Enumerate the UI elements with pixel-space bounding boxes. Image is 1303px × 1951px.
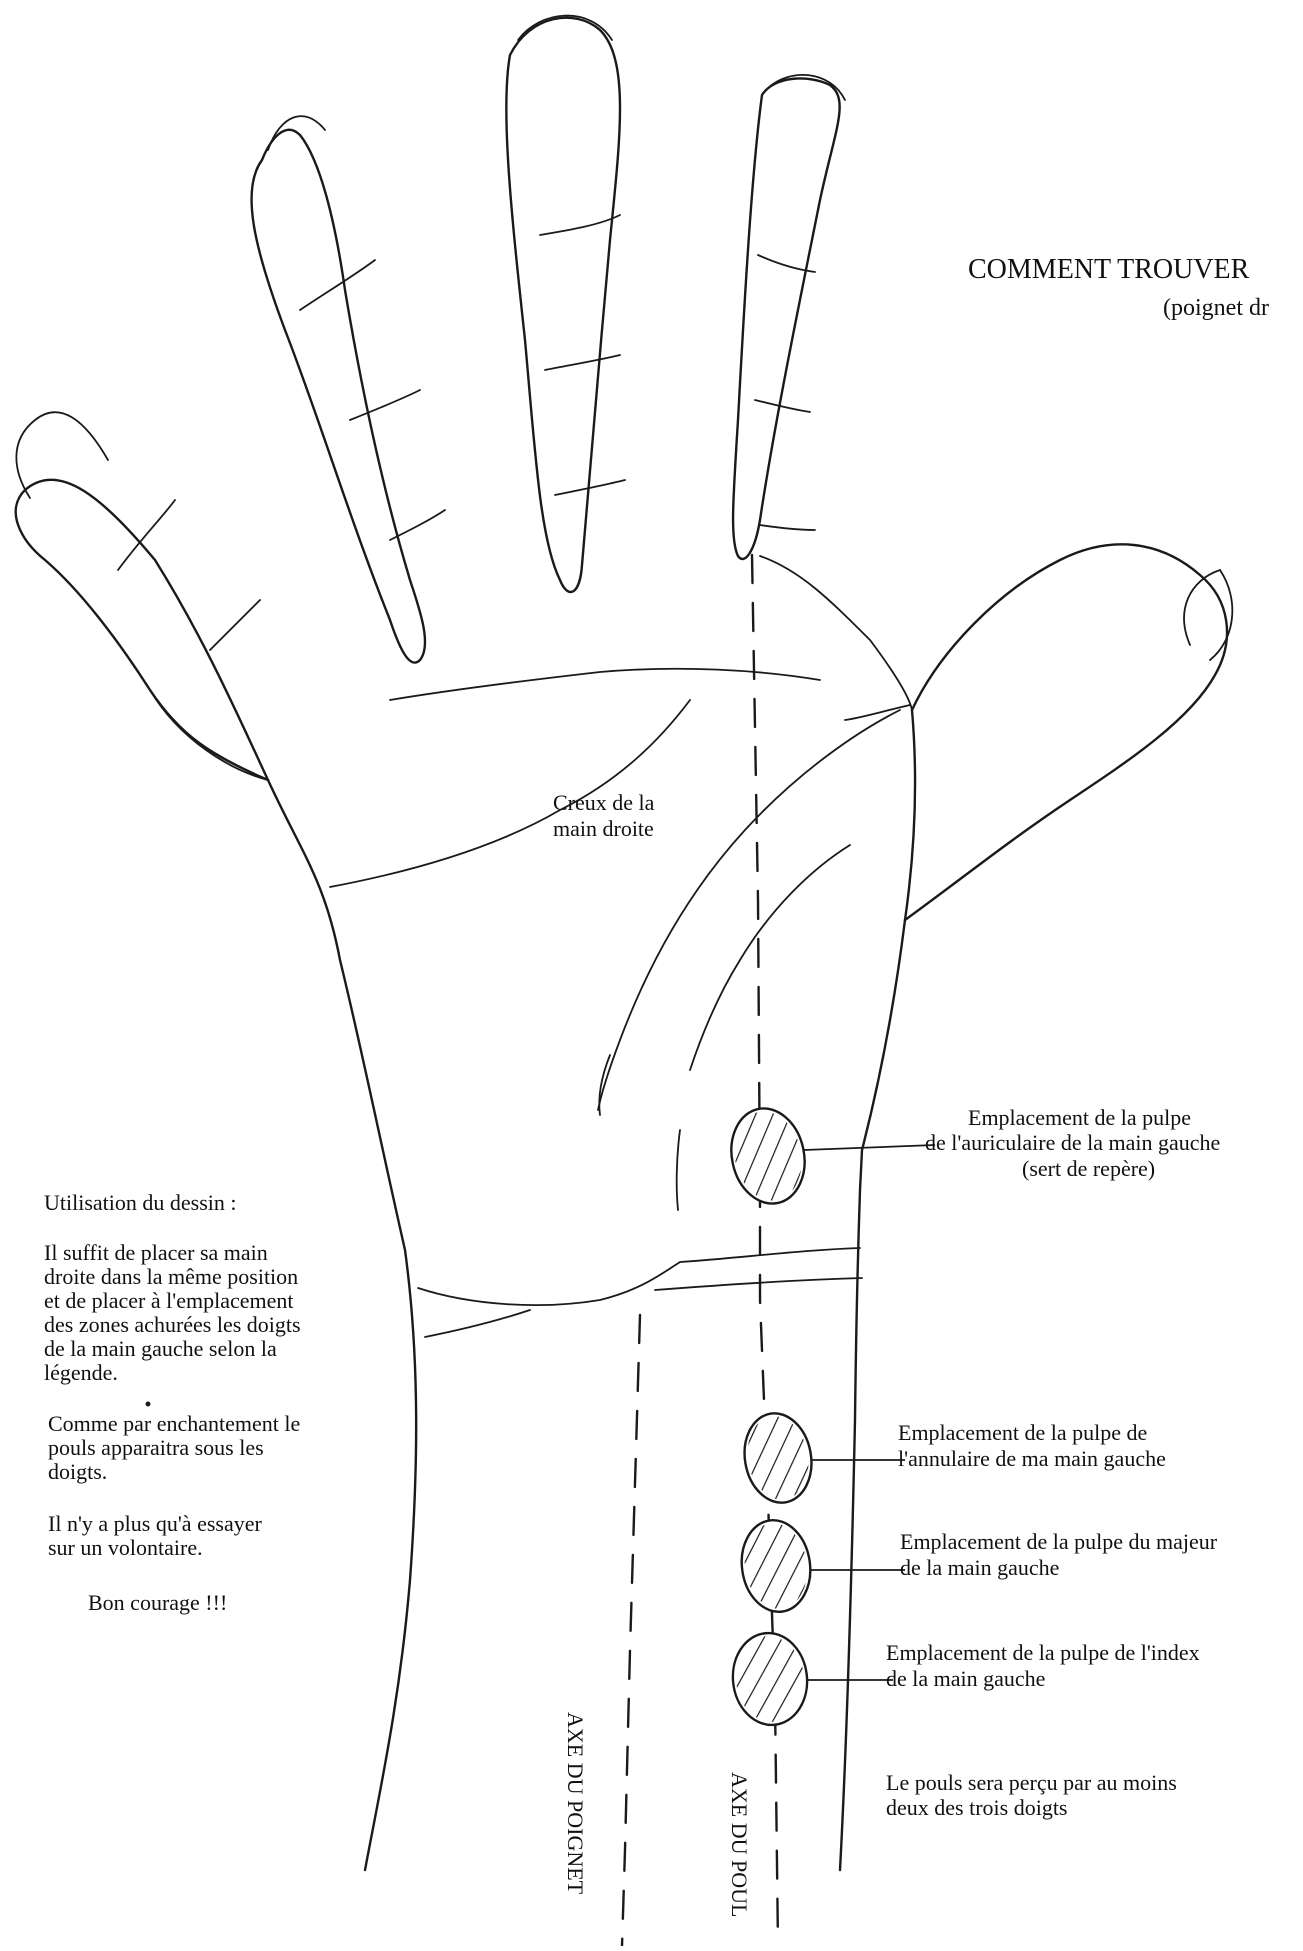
instructions-line: Comme par enchantement le bbox=[48, 1411, 300, 1436]
thenar-crease bbox=[845, 705, 910, 720]
wrist-crease-middle bbox=[655, 1278, 862, 1290]
leader-lines bbox=[804, 1145, 935, 1680]
palm-label-line-1: Creux de la bbox=[553, 790, 655, 815]
legend-block: Emplacement de la pulpe de l'auriculaire… bbox=[886, 1105, 1220, 1820]
legend-index-line: Emplacement de la pulpe de l'index bbox=[886, 1640, 1200, 1665]
leader-auriculaire bbox=[804, 1145, 935, 1150]
stray-dot bbox=[146, 1402, 151, 1407]
finger-creases bbox=[118, 215, 815, 650]
legend-auriculaire-line: de l'auriculaire de la main gauche bbox=[925, 1130, 1220, 1155]
legend-majeur-line: de la main gauche bbox=[900, 1555, 1059, 1580]
legend-annulaire-line: l'annulaire de ma main gauche bbox=[898, 1446, 1166, 1471]
crease bbox=[118, 500, 175, 570]
finger-web-index-thumb bbox=[760, 556, 912, 710]
fate-line bbox=[690, 845, 850, 1070]
legend-majeur-line: Emplacement de la pulpe du majeur bbox=[900, 1529, 1218, 1554]
legend-auriculaire-line: Emplacement de la pulpe bbox=[968, 1105, 1191, 1130]
crease bbox=[390, 510, 445, 540]
crease bbox=[540, 215, 620, 235]
wrist-crease-lower bbox=[425, 1310, 530, 1337]
thumb bbox=[905, 544, 1227, 920]
instructions-closing: Bon courage !!! bbox=[88, 1590, 227, 1615]
instructions-line: Il n'y a plus qu'à essayer bbox=[48, 1511, 262, 1536]
crease bbox=[760, 525, 815, 530]
instructions-line: des zones achurées les doigts bbox=[44, 1312, 301, 1337]
instructions-line: droite dans la même position bbox=[44, 1264, 298, 1289]
instructions-line: et de placer à l'emplacement bbox=[44, 1288, 294, 1313]
instructions-line: sur un volontaire. bbox=[48, 1535, 203, 1560]
axes bbox=[622, 555, 778, 1946]
legend-auriculaire-line: (sert de repère) bbox=[1022, 1156, 1155, 1181]
wrist-crease-upper bbox=[418, 1248, 860, 1305]
heart-line bbox=[390, 669, 820, 700]
legend-index-line: de la main gauche bbox=[886, 1666, 1045, 1691]
hand-right-edge bbox=[840, 1190, 860, 1870]
crease bbox=[300, 260, 375, 310]
axis-pouls-line bbox=[752, 555, 778, 1946]
legend-annulaire-line: Emplacement de la pulpe de bbox=[898, 1420, 1147, 1445]
instructions-line: Il suffit de placer sa main bbox=[44, 1240, 268, 1265]
axis-label-pouls: AXE DU POUL bbox=[727, 1772, 752, 1917]
title-line-2: (poignet dr bbox=[1163, 295, 1269, 321]
finger-web-left bbox=[150, 690, 268, 780]
palm-lines bbox=[330, 669, 910, 1337]
palm-label: Creux de la main droite bbox=[553, 790, 655, 841]
axis-label-poignet: AXE DU POIGNET bbox=[563, 1712, 588, 1895]
crease bbox=[210, 600, 260, 650]
instructions-line: doigts. bbox=[48, 1459, 107, 1484]
axis-labels: AXE DU POIGNET AXE DU POUL bbox=[563, 1712, 752, 1917]
ring-finger bbox=[252, 130, 426, 663]
crease bbox=[350, 390, 420, 420]
title-line-1: COMMENT TROUVER bbox=[968, 254, 1250, 285]
instructions-line: de la main gauche selon la bbox=[44, 1336, 277, 1361]
pulse-pads bbox=[723, 1102, 819, 1729]
instructions-block: Utilisation du dessin : Il suffit de pla… bbox=[44, 1190, 301, 1615]
instructions-line: pouls apparaitra sous les bbox=[48, 1435, 264, 1460]
crease bbox=[545, 355, 620, 370]
axis-poignet-line bbox=[622, 1315, 640, 1946]
thumb-base-edge bbox=[860, 710, 915, 1190]
legend-note-line: Le pouls sera perçu par au moins bbox=[886, 1770, 1177, 1795]
pad-auriculaire-hatch bbox=[726, 1105, 809, 1207]
legend-note-line: deux des trois doigts bbox=[886, 1795, 1068, 1820]
crease bbox=[755, 400, 810, 412]
palm-label-line-2: main droite bbox=[553, 816, 654, 841]
index-finger bbox=[733, 78, 840, 559]
middle-finger bbox=[506, 18, 620, 592]
instructions-heading: Utilisation du dessin : bbox=[44, 1190, 237, 1215]
title-block: COMMENT TROUVER (poignet dr bbox=[968, 254, 1269, 321]
instructions-line: légende. bbox=[44, 1360, 118, 1385]
thenar-mark bbox=[677, 1130, 680, 1210]
life-line bbox=[598, 710, 900, 1110]
